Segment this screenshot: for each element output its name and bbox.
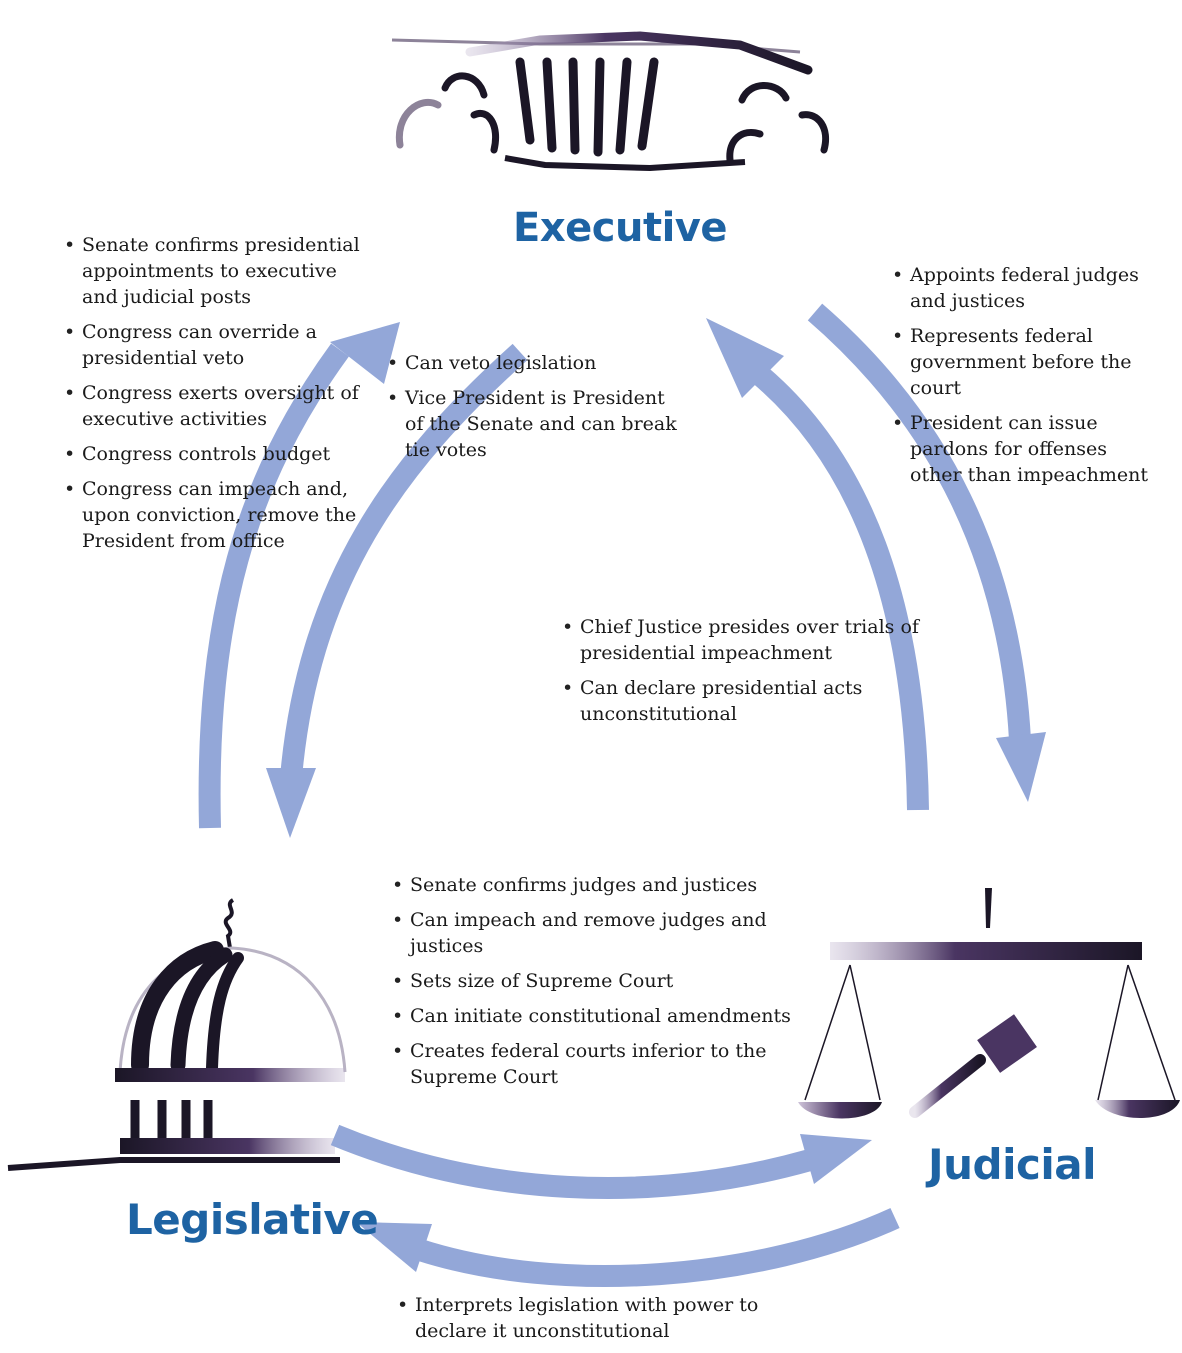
judicial-checks-on-executive-list: Chief Justice presides over trials of pr… [560,614,930,736]
list-item: Can veto legislation [385,350,685,376]
capitol-dome-icon [7,898,347,1171]
list-item: Creates federal courts inferior to the S… [390,1038,800,1090]
list-item: Congress can override a presidential vet… [62,319,362,371]
list-item: Congress controls budget [62,441,362,467]
arrow-executive-to-judicial [807,303,1046,802]
list-item: Represents federal government before the… [890,323,1150,401]
list-item: President can issue pardons for offenses… [890,410,1150,488]
list-item: Appoints federal judges and justices [890,262,1150,314]
list-item: Senate confirms judges and justices [390,872,800,898]
legislative-checks-on-judicial-list: Senate confirms judges and justices Can … [390,872,800,1099]
executive-checks-on-legislative-list: Can veto legislation Vice President is P… [385,350,685,472]
arrow-judicial-to-legislative [356,1208,900,1288]
list-item: Senate confirms presidential appointment… [62,232,362,310]
list-item: Can initiate constitutional amendments [390,1003,800,1029]
legislative-branch-title: Legislative [126,1195,379,1244]
list-item: Chief Justice presides over trials of pr… [560,614,930,666]
scales-of-justice-icon [798,888,1180,1119]
judicial-checks-on-legislative-list: Interprets legislation with power to dec… [395,1292,835,1353]
list-item: Congress can impeach and, upon convictio… [62,476,362,554]
judicial-branch-title: Judicial [928,1140,1097,1189]
list-item: Sets size of Supreme Court [390,968,800,994]
arrow-judicial-to-executive [706,318,929,811]
executive-checks-on-judicial-list: Appoints federal judges and justices Rep… [890,262,1150,497]
list-item: Can impeach and remove judges and justic… [390,907,800,959]
legislative-checks-on-executive-list: Senate confirms presidential appointment… [62,232,362,563]
list-item: Vice President is President of the Senat… [385,385,685,463]
executive-branch-title: Executive [513,205,727,251]
list-item: Can declare presidential acts unconstitu… [560,675,930,727]
list-item: Interprets legislation with power to dec… [395,1292,835,1344]
list-item: Congress exerts oversight of executive a… [62,380,362,432]
white-house-icon [391,31,829,172]
arrow-legislative-to-judicial [330,1124,872,1199]
